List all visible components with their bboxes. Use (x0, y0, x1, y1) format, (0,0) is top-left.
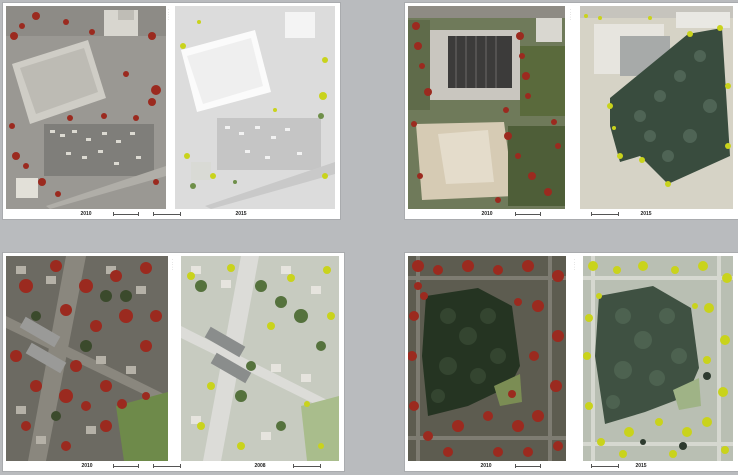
year-label-left: 2010 (481, 211, 493, 217)
scale-bar (293, 464, 321, 470)
aerial-photo-right-residential (181, 256, 339, 461)
scale-bar (113, 212, 139, 218)
photo-vertical-caption: · · · · · (572, 259, 577, 271)
photo-vertical-caption: · · · · · (568, 9, 573, 21)
scale-bar (153, 212, 181, 218)
scale-bar (113, 464, 139, 470)
year-label-right: 2015 (640, 211, 652, 217)
aerial-comparison-panel-industrial: · · · · · 2010 2015 (405, 3, 738, 219)
year-label-left: 2010 (80, 211, 92, 217)
aerial-photo-left-commercial (6, 6, 166, 209)
aerial-photo-left-residential (6, 256, 168, 461)
year-label-right: 2008 (254, 463, 266, 469)
aerial-photo-right-commercial (175, 6, 335, 209)
scale-bar (591, 464, 619, 470)
aerial-photo-right-woodlot (583, 256, 733, 461)
year-label-left: 2010 (480, 463, 492, 469)
aerial-comparison-panel-residential: · · · · · 2010 2008 (3, 253, 344, 471)
year-label-right: 2015 (635, 463, 647, 469)
scale-bar (515, 212, 541, 218)
scale-bar (153, 464, 181, 470)
aerial-comparison-panel-commercial: · · · · · 2010 2015 (3, 3, 340, 219)
aerial-photo-left-woodlot (408, 256, 566, 461)
aerial-photo-left-industrial (408, 6, 565, 209)
scale-bar (515, 464, 541, 470)
aerial-comparison-panel-woodlot: · · · · · 2010 2015 (405, 253, 738, 471)
year-label-right: 2015 (235, 211, 247, 217)
year-label-left: 2010 (81, 463, 93, 469)
aerial-photo-right-industrial (580, 6, 733, 209)
photo-vertical-caption: · · · · · (170, 259, 175, 271)
scale-bar (591, 212, 619, 218)
photo-vertical-caption: · · · · · (166, 9, 171, 21)
